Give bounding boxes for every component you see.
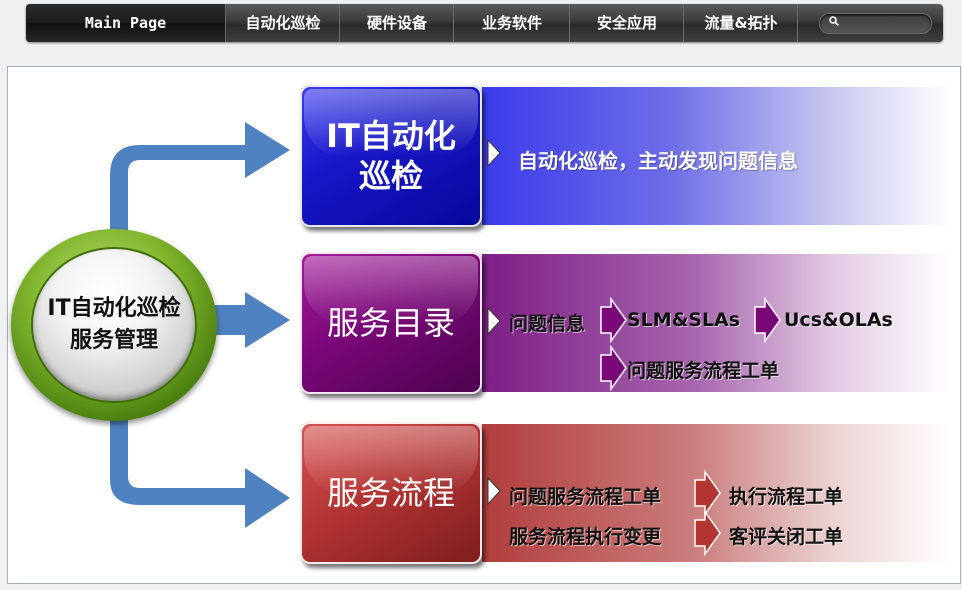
nav-item-security[interactable]: 安全应用 <box>569 4 684 42</box>
process-step-problem-ticket: 问题服务流程工单 <box>509 486 662 508</box>
catalog-step-problem-info: 问题信息 <box>509 313 586 335</box>
nav-main-page[interactable]: Main Page <box>26 4 225 42</box>
nav-item-traffic-topology[interactable]: 流量&拓扑 <box>683 4 798 42</box>
chevron-process-1 <box>694 469 721 517</box>
arrow-to-service-process <box>110 415 290 528</box>
catalog-step-ucs-olas: Ucs&OLAs <box>784 309 893 331</box>
search-box[interactable] <box>819 13 932 34</box>
chevron-catalog-2 <box>754 296 781 344</box>
hub-line2: 服务管理 <box>69 328 158 353</box>
arrow-to-service-catalog <box>215 292 290 348</box>
process-step-close-ticket: 客评关闭工单 <box>729 526 844 548</box>
box-process-title: 服务流程 <box>326 474 455 512</box>
box-catalog-title: 服务目录 <box>326 304 455 342</box>
hub-circle: IT自动化巡检 服务管理 <box>11 229 217 421</box>
box-auto-title-line1: IT自动化 <box>326 117 456 155</box>
hub-line1: IT自动化巡检 <box>47 296 181 321</box>
chevron-process-2 <box>694 509 721 557</box>
pointer-catalog <box>487 306 501 336</box>
pointer-process <box>487 476 501 506</box>
nav-item-business-software[interactable]: 业务软件 <box>453 4 570 42</box>
nav-item-auto-inspection[interactable]: 自动化巡检 <box>225 4 340 42</box>
auto-inspection-description: 自动化巡检，主动发现问题信息 <box>518 149 798 173</box>
catalog-step-slm-slas: SLM&SLAs <box>627 309 741 331</box>
band-auto-inspection <box>482 87 952 225</box>
chevron-catalog-1 <box>600 296 627 344</box>
process-step-change: 服务流程执行变更 <box>509 526 662 548</box>
chevron-catalog-3 <box>600 344 627 392</box>
nav-search-area <box>797 4 944 42</box>
pointer-auto <box>487 138 501 168</box>
process-step-execute-ticket: 执行流程工单 <box>729 486 844 508</box>
nav-item-hardware[interactable]: 硬件设备 <box>339 4 454 42</box>
search-icon <box>829 16 839 26</box>
hub-label: IT自动化巡检 服务管理 <box>33 249 195 401</box>
arrow-to-auto-inspection <box>110 122 290 250</box>
top-nav: Main Page 自动化巡检 硬件设备 业务软件 安全应用 流量&拓扑 <box>26 4 943 42</box>
catalog-step-process-ticket: 问题服务流程工单 <box>627 360 780 382</box>
box-auto-title-line2: 巡检 <box>358 157 423 195</box>
band-service-catalog <box>482 254 952 392</box>
search-input[interactable] <box>844 15 928 32</box>
